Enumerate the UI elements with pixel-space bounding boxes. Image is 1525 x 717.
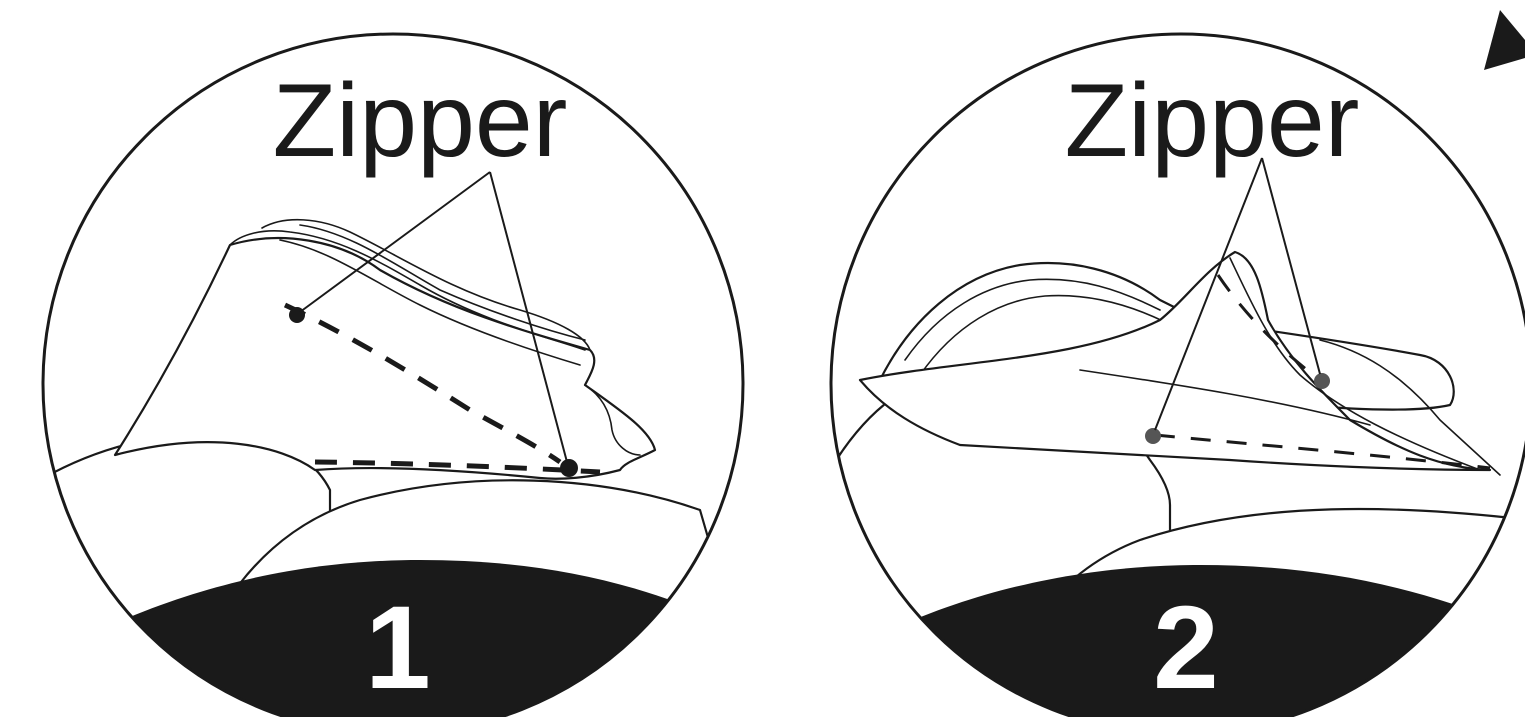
panel-2-zipper-pull-a xyxy=(1314,373,1330,389)
panel-1-label: Zipper xyxy=(273,63,568,179)
next-arrow-icon xyxy=(1484,10,1525,70)
panel-1: Zipper 1 xyxy=(30,34,760,717)
panel-1-step-number: 1 xyxy=(365,582,431,714)
panel-2: Zipper 2 xyxy=(820,34,1525,717)
panel-2-step-number: 2 xyxy=(1153,582,1219,714)
panel-2-label: Zipper xyxy=(1065,63,1360,179)
panel-1-zipper-pull-b xyxy=(560,459,578,477)
panel-1-cover-flap xyxy=(115,238,655,479)
panel-2-zipper-pull-b xyxy=(1145,428,1161,444)
